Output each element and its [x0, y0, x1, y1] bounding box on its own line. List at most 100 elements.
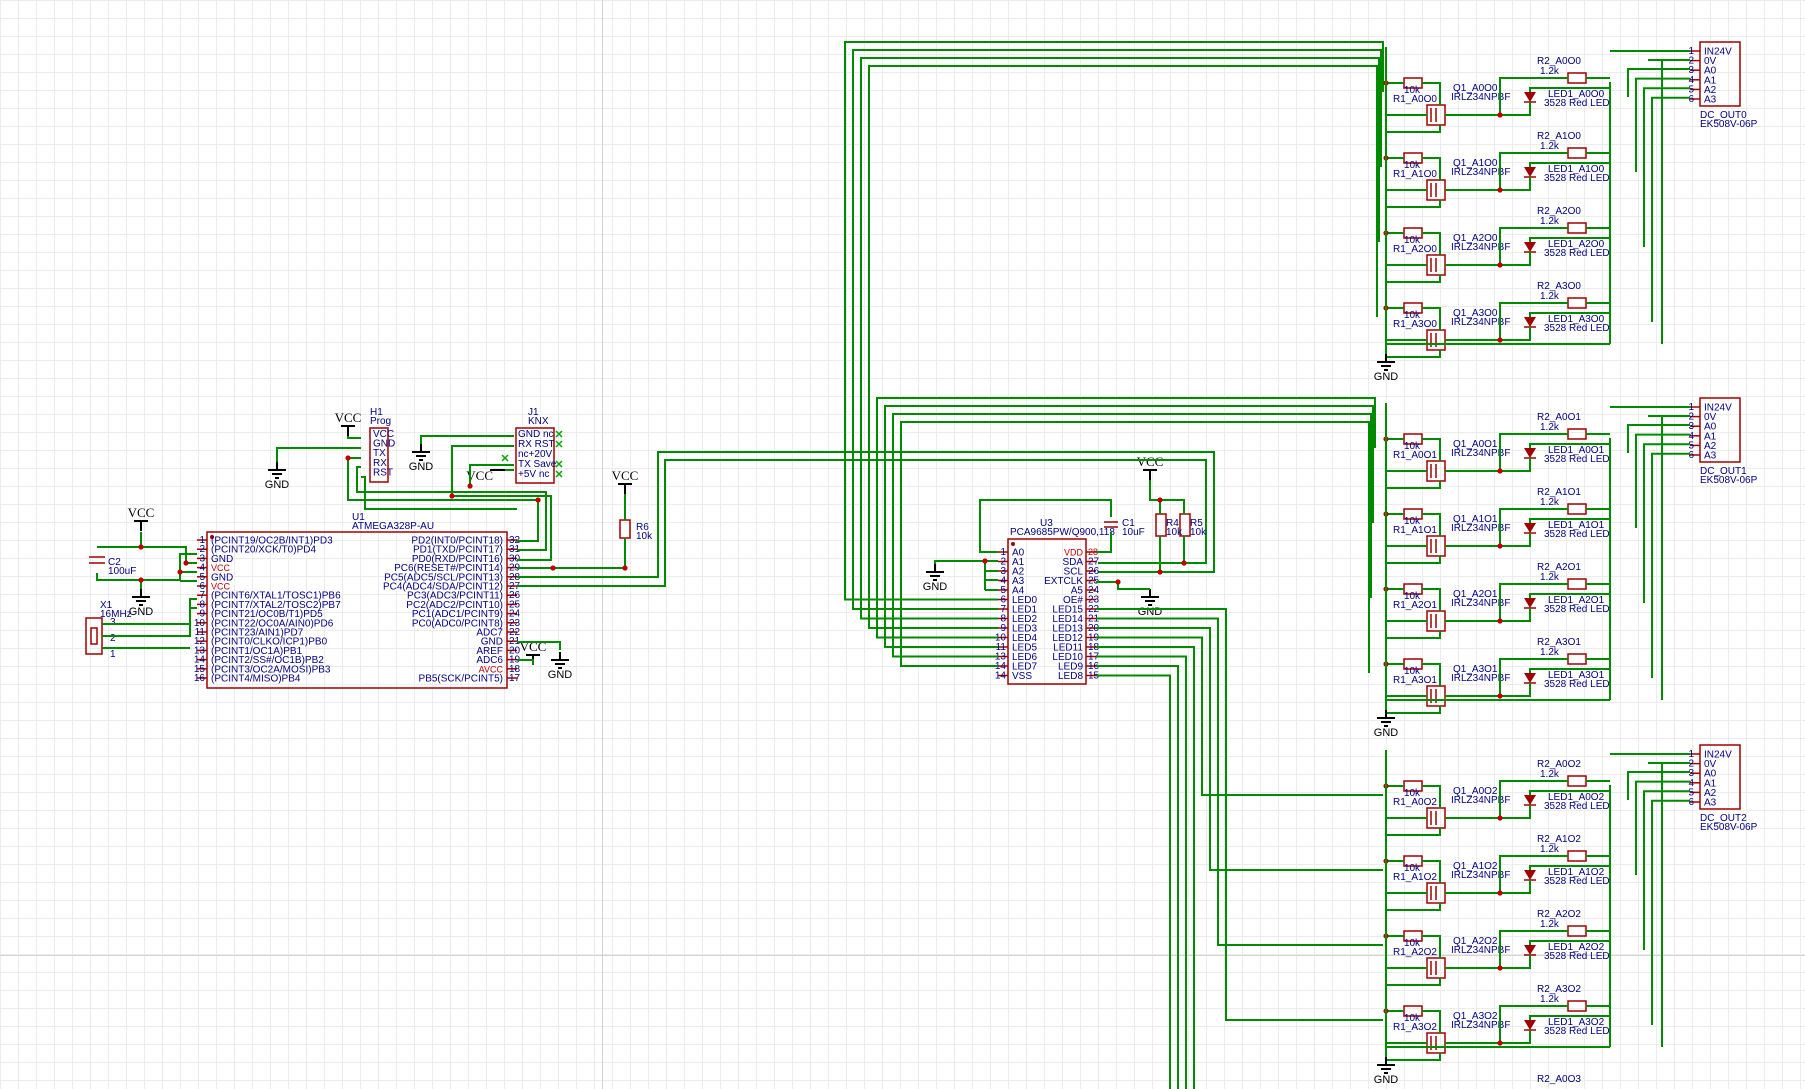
connector-body [1699, 41, 1741, 107]
vcc-symbol: VCC [335, 410, 362, 436]
mcu-pin-name: (PCINT19/OC2B/INT1)PD3 [211, 536, 333, 547]
mcu-pin-number: 13 [194, 645, 206, 656]
r2-value: 1.2k [1540, 994, 1560, 1005]
mcu-pin-number: 10 [194, 618, 206, 629]
led-ref: LED1_A1O2 [1548, 867, 1605, 878]
wire-led-output [900, 421, 1370, 673]
wire-r1-drain [1422, 307, 1441, 330]
junction-dot [1497, 1040, 1503, 1046]
r1-ref: R1_A0O0 [1393, 94, 1437, 105]
led-part: 3528 Red LED [1544, 173, 1610, 184]
wire-drain-r2 [1445, 433, 1568, 472]
wire-sda [517, 459, 1207, 587]
wire-led-output [1096, 655, 1187, 1089]
mosfet-part: IRLZ34NPBF [1451, 673, 1510, 684]
no-connect-marker [555, 440, 563, 448]
r1-value: 10k [1404, 788, 1421, 799]
pca-pin-number: 22 [1088, 604, 1100, 615]
led-part: 3528 Red LED [1544, 248, 1610, 259]
r1-value: 10k [1404, 85, 1421, 96]
pca-pin-number: 19 [1088, 633, 1100, 644]
wire-mcu-avcc [517, 659, 534, 665]
mcu-pin-number: 22 [509, 627, 521, 638]
junction-dot [1497, 965, 1503, 971]
wire-drain-r2 [1445, 583, 1568, 622]
wire-r6-reset [517, 538, 626, 569]
junction-dot [1157, 569, 1163, 575]
wire-led-output [860, 57, 1380, 620]
wire-led-drain [1500, 252, 1531, 266]
mcu-pin-number: 14 [194, 655, 206, 666]
r2-value: 1.2k [1540, 141, 1560, 152]
mcu-pin-number: 18 [509, 664, 521, 675]
r2-ref: R2_A2O2 [1537, 909, 1581, 920]
r1-value: 10k [1404, 1013, 1421, 1024]
pca-pin-number: 24 [1088, 585, 1100, 596]
r2-ref: R2_A0O0 [1537, 56, 1581, 67]
gnd-symbol: GND [548, 652, 572, 681]
cap-value: 10uF [1122, 527, 1145, 538]
wire-led-output [884, 405, 1374, 648]
r2-body [1567, 1000, 1587, 1012]
crystal-ref: X1 [100, 600, 113, 611]
crystal-body [85, 617, 103, 655]
pca-pin-name: LED13 [1052, 624, 1083, 635]
r2-ref: R2_A3O2 [1537, 984, 1581, 995]
junction-dot [1497, 337, 1503, 343]
mosfet-ref: Q1_A0O2 [1453, 786, 1498, 797]
mcu-pin-name: (PCINT1/OC1A)PB1 [211, 646, 303, 657]
wire-r1-drain [1422, 935, 1441, 958]
wire-led-vin [1529, 237, 1610, 242]
pca-pin-number: 7 [1000, 604, 1006, 615]
connector-pin-name: IN24V [1704, 403, 1732, 414]
led-ref: LED1_A1O1 [1548, 520, 1605, 531]
mcu-pin-name: PC5(ADC5/SCL/PCINT13) [384, 572, 503, 583]
wire-channel-connector [1643, 87, 1690, 247]
led-part: 3528 Red LED [1544, 679, 1610, 690]
r2-value: 1.2k [1540, 291, 1560, 302]
connector-pin-name: 0V [1704, 759, 1717, 770]
connector-pin-name: A1 [1704, 431, 1717, 442]
r1-ref: R1_A2O1 [1393, 600, 1437, 611]
vcc-label: VCC [612, 468, 639, 483]
junction-dot [1497, 618, 1503, 624]
wire-led-vin [1529, 790, 1610, 795]
mcu-pin-name: (PCINT2/SS#/OC1B)PB2 [211, 655, 324, 666]
pca-pin-number: 8 [1000, 614, 1006, 625]
wire-drain-r2 [1445, 855, 1568, 894]
resistor-value: 10k [1166, 527, 1183, 538]
wire-source-gnd [1386, 481, 1441, 489]
wire-drain-r2 [1445, 302, 1568, 341]
mosfet-part: IRLZ34NPBF [1451, 448, 1510, 459]
wire-channel-connector [1627, 424, 1690, 453]
wire-source-gnd [1386, 125, 1441, 133]
mcu-body [206, 531, 508, 689]
pca-part: PCA9685PW/Q900,118 [1010, 527, 1115, 538]
wire-led-drain [1500, 102, 1531, 116]
mcu-pin-name: GND [481, 637, 503, 648]
gnd-symbol: GND [1138, 589, 1163, 618]
r1-ref: R1_A1O0 [1393, 169, 1437, 180]
r2-ref: R2_A1O2 [1537, 834, 1581, 845]
pca-pin-name: LED14 [1052, 614, 1083, 625]
pca-pin-name: LED1 [1012, 605, 1037, 616]
wire-drain-r2 [1445, 77, 1568, 116]
r1-ref: R1_A1O1 [1393, 525, 1437, 536]
mcu-pin-name: PC2(ADC2/PCINT10) [406, 600, 503, 611]
knx-ref: J1 [528, 407, 539, 418]
r2-value: 1.2k [1540, 919, 1560, 930]
pca-pin-number: 26 [1088, 566, 1100, 577]
mcu-pin-number: 11 [195, 627, 206, 638]
pca-pin-name: LED8 [1058, 671, 1083, 682]
mosfet-ref: Q1_A2O2 [1453, 936, 1498, 947]
r1-value: 10k [1404, 938, 1421, 949]
gnd-label: GND [1138, 606, 1163, 618]
wire-c2-gnd [96, 573, 142, 589]
r2-body [1567, 428, 1587, 440]
vcc-label: VCC [335, 410, 362, 425]
mcu-pin-number: 1 [199, 535, 205, 546]
mcu-pin-number: 28 [509, 572, 521, 583]
connector-pin-name: IN24V [1704, 750, 1732, 761]
